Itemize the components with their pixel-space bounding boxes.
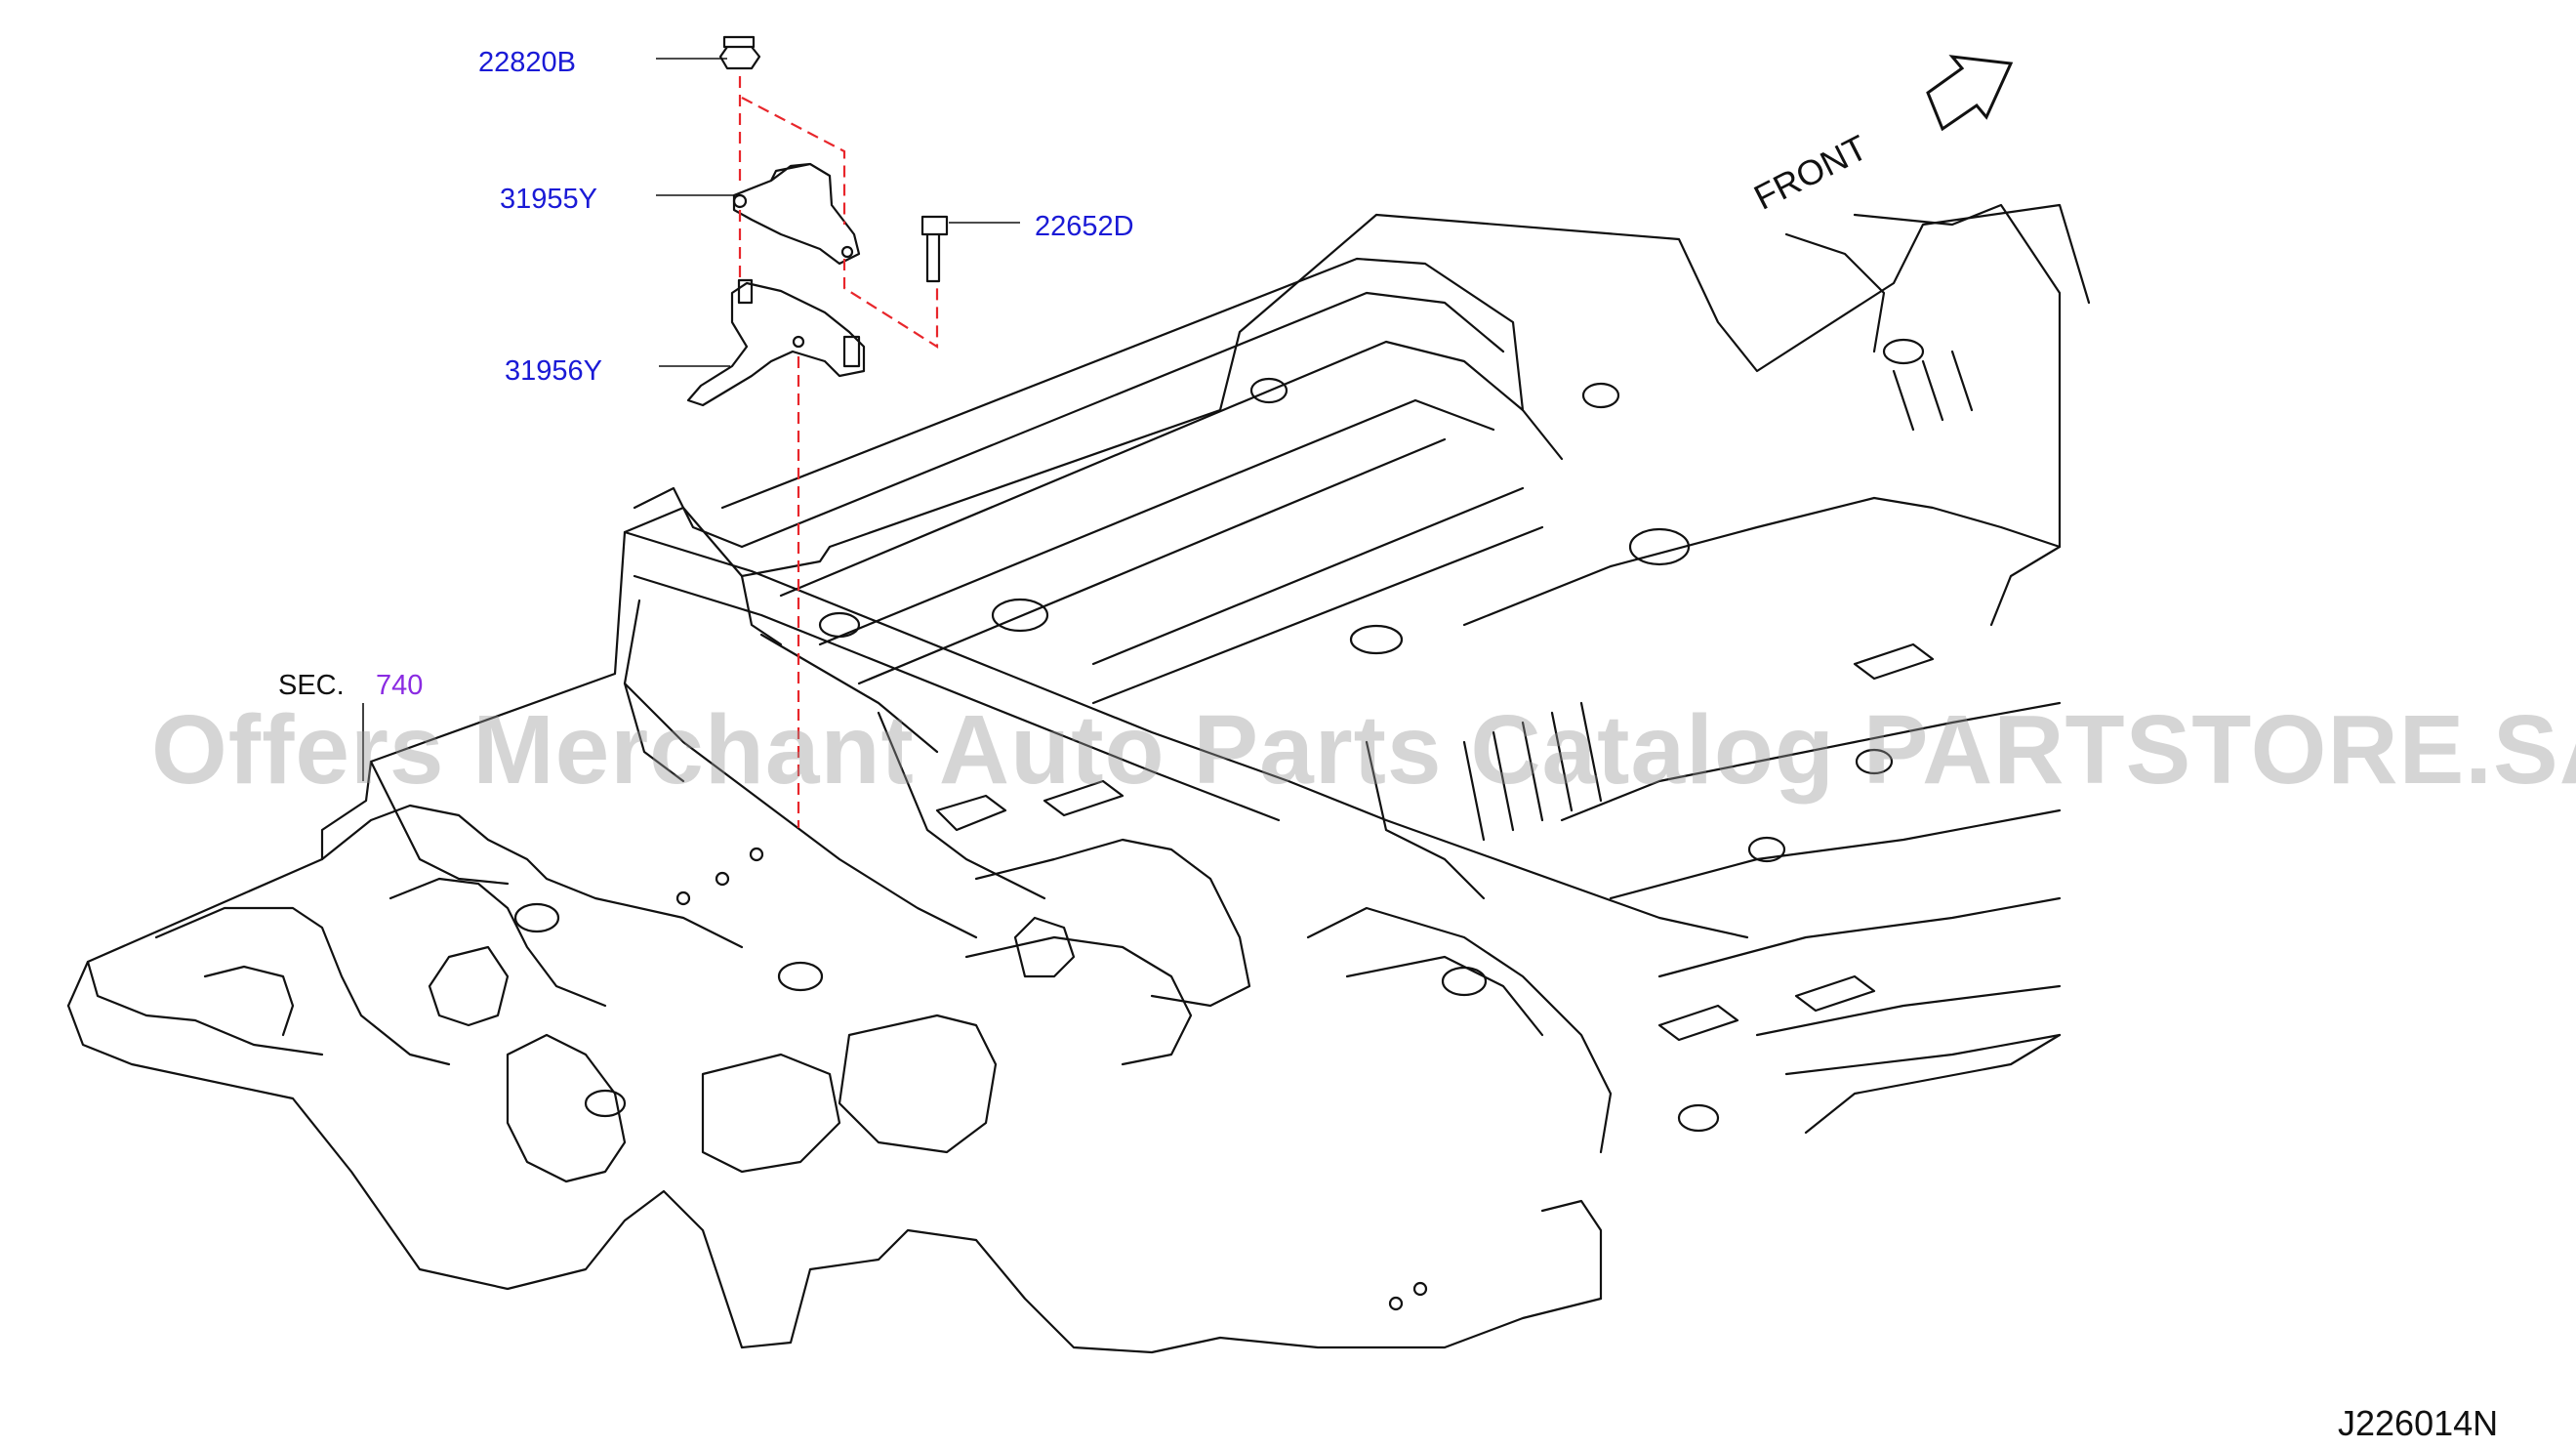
section-reference-link[interactable]: 740 [376,670,424,701]
part-number-22820B[interactable]: 22820B [478,47,576,78]
part-assembly-drawing [686,35,949,407]
bracket-31956Y-drawing [686,281,866,407]
diagram-code: J226014N [2338,1403,2499,1443]
bolt-22652D-drawing [920,215,949,283]
part-number-31955Y[interactable]: 31955Y [500,184,597,215]
bracket-hole [792,335,805,349]
part-number-22652D[interactable]: 22652D [1035,211,1134,242]
floor-panel-drawing [66,203,2091,1354]
nut-22820B-drawing [718,35,761,70]
sensor-31955Y-drawing [732,162,861,266]
leader-lines [362,58,1020,781]
assembly-dash-lines [738,76,939,828]
part-number-31956Y[interactable]: 31956Y [505,355,602,387]
bracket-stud [737,278,754,305]
sensor-hole [732,193,748,209]
sensor-hole-2 [840,245,854,259]
front-arrow-icon [1926,55,2014,132]
watermark-text: Offers Merchant Auto Parts Catalog PARTS… [151,695,2576,805]
section-reference-label: SEC. [278,670,345,701]
